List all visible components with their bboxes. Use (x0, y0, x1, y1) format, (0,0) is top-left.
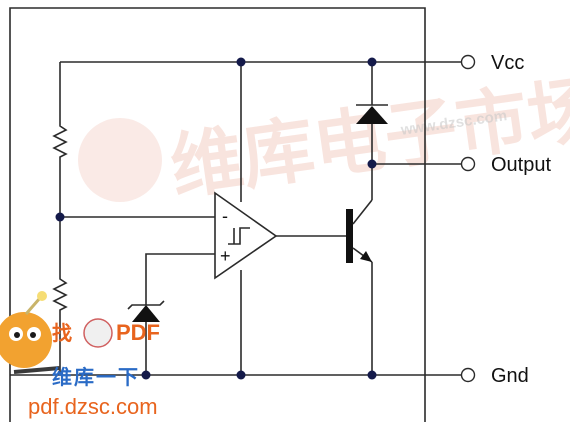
logo-pdf-text: PDF (116, 320, 160, 345)
junction-dot (367, 370, 377, 380)
mascot-pupil-right (30, 332, 36, 338)
mascot-antenna (24, 297, 42, 315)
junction-dot (141, 370, 151, 380)
transistor-emitter-arrow (360, 251, 372, 262)
zener-triangle (132, 305, 160, 322)
comparator-triangle (214, 191, 278, 280)
mascot-wand (13, 366, 61, 374)
mascot-body (0, 312, 52, 368)
logo-line2-text: 维库一下 (52, 365, 140, 389)
package-outline (9, 7, 426, 422)
collector-diode-triangle (356, 106, 388, 124)
output-pin-label: Output (491, 154, 551, 176)
logo-find-text: 找 (52, 321, 72, 345)
mascot-pupil-left (14, 332, 20, 338)
junction-dot (236, 370, 246, 380)
background-watermark: 维库电子市场网 www.dzsc.com (78, 56, 570, 210)
comparator-plus-sign: + (220, 246, 231, 266)
transistor-collector-lead (352, 199, 373, 225)
zener-diode (127, 300, 165, 322)
corner-logo-watermark: 找 PDF 维库一下 pdf.dzsc.com (0, 291, 160, 419)
junction-dot (367, 57, 377, 67)
pins: Vcc Output Gnd (460, 52, 551, 387)
junction-dot (236, 57, 246, 67)
junction-dot (55, 212, 65, 222)
zener-cathode-bar (127, 300, 165, 310)
ic-package-border (9, 7, 426, 422)
collector-diode (356, 104, 388, 124)
watermark-logo-circle (78, 118, 162, 202)
gnd-pin-label: Gnd (491, 365, 529, 387)
pdf-logo-icon (83, 318, 113, 348)
watermark-chinese-text: 维库电子市场网 (165, 56, 570, 209)
resistor-top (52, 122, 68, 160)
junction-dots (55, 57, 377, 380)
transistor-base-bar (346, 209, 353, 263)
comparator: - + (214, 191, 278, 280)
junction-dot (367, 159, 377, 169)
hysteresis-symbol-a (228, 227, 250, 245)
plus-input-wire (145, 253, 215, 305)
npn-transistor (346, 199, 373, 263)
logo-url-text: pdf.dzsc.com (28, 394, 158, 419)
mascot-antenna-tip (37, 291, 47, 301)
vcc-pin-terminal (460, 54, 476, 70)
resistor-bottom (52, 275, 68, 312)
output-pin-terminal (460, 156, 476, 172)
gnd-pin-terminal (460, 367, 476, 383)
comparator-minus-sign: - (222, 206, 228, 226)
vcc-pin-label: Vcc (491, 52, 524, 74)
